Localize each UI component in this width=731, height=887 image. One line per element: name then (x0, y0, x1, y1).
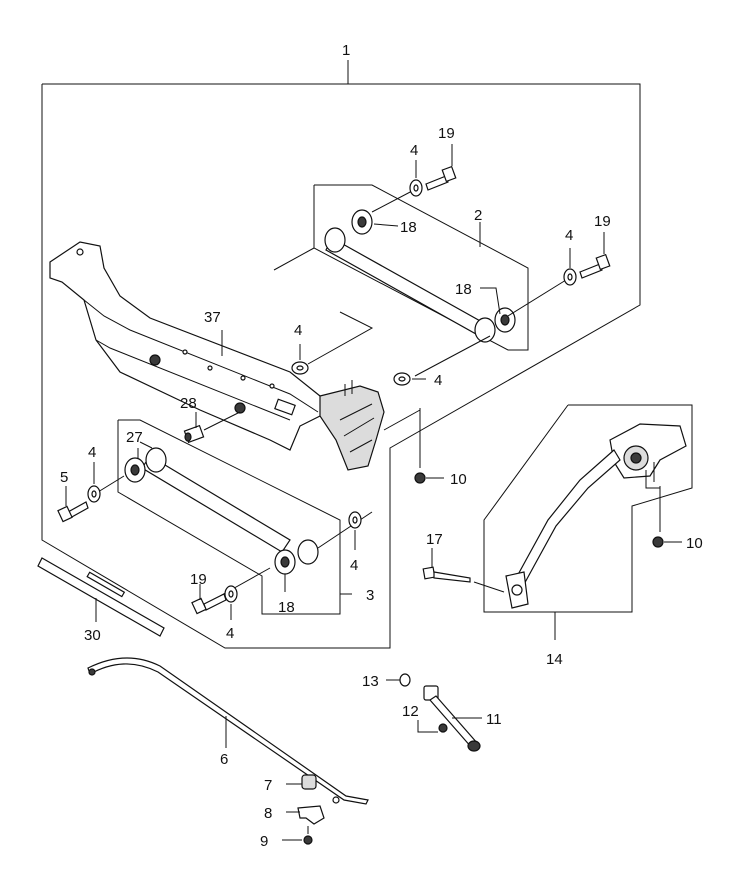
callout-11: 11 (486, 711, 502, 728)
callout-27: 27 (126, 429, 143, 446)
callout-18-c: 18 (278, 599, 295, 616)
stabilizer-link-11 (386, 673, 482, 752)
callout-1: 1 (342, 42, 350, 59)
upper-hardware (221, 144, 611, 386)
callout-8: 8 (264, 805, 272, 822)
callout-19-a: 19 (438, 125, 455, 142)
lower-link-assembly-3 (97, 419, 373, 615)
callout-10-b: 10 (686, 535, 703, 552)
callout-labels: 1 2 3 4 4 4 4 4 4 4 5 6 7 8 9 10 10 11 1… (60, 42, 703, 850)
callout-9: 9 (260, 833, 268, 850)
callout-10-a: 10 (450, 471, 467, 488)
callout-7: 7 (264, 777, 272, 794)
callout-19-b: 19 (594, 213, 611, 230)
callout-4-f: 4 (350, 557, 358, 574)
callout-14: 14 (546, 651, 563, 668)
callout-28: 28 (180, 395, 197, 412)
callout-18-b: 18 (455, 281, 472, 298)
callout-2: 2 (474, 207, 482, 224)
callout-4-d: 4 (434, 372, 442, 389)
upper-link-assembly-2 (273, 184, 567, 377)
callout-4-a: 4 (410, 142, 418, 159)
callout-18-a: 18 (400, 219, 417, 236)
callout-37: 37 (204, 309, 221, 326)
bolt-10-upper (383, 408, 444, 484)
callout-30: 30 (84, 627, 101, 644)
callout-12: 12 (402, 703, 419, 720)
assembly-1-outline (41, 60, 641, 649)
callout-3: 3 (366, 587, 374, 604)
callout-4-b: 4 (565, 227, 573, 244)
callout-4-c: 4 (294, 322, 302, 339)
callout-6: 6 (220, 751, 228, 768)
tool-rod-30 (37, 557, 165, 637)
callout-5: 5 (60, 469, 68, 486)
callout-17: 17 (426, 531, 443, 548)
callout-13: 13 (362, 673, 379, 690)
rear-crossmember (49, 241, 385, 471)
callout-4-g: 4 (226, 625, 234, 642)
bolt-17 (422, 548, 505, 593)
stabilizer-mount-hardware (282, 774, 340, 845)
callout-19-c: 19 (190, 571, 207, 588)
lower-hardware (57, 411, 362, 620)
callout-4-e: 4 (88, 444, 96, 461)
stabilizer-bar-6 (87, 657, 369, 805)
trailing-arm-assembly-14 (483, 404, 693, 640)
